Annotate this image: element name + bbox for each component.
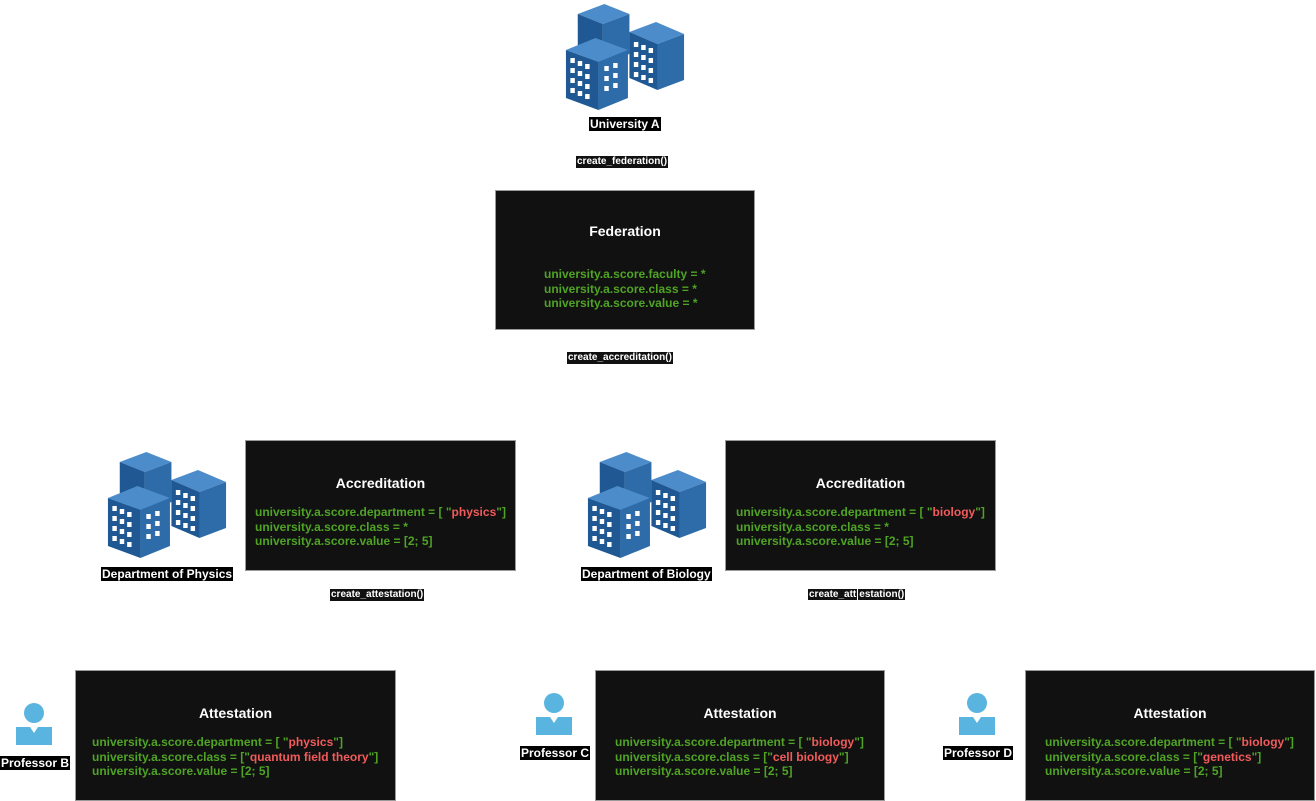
federation-title: Federation (589, 223, 661, 239)
attr-prefix: university.a.score.class = [" (615, 749, 773, 764)
department-biology-label: Department of Biology (581, 567, 712, 581)
attestation-d-box[interactable]: Attestation university.a.score.departmen… (1025, 670, 1315, 801)
attr-suffix: "] (854, 735, 864, 749)
attr-line: university.a.score.value = [2; 5] (1045, 764, 1223, 778)
university-label: University A (589, 117, 661, 131)
accreditation-attributes: university.a.score.department = [ "biolo… (736, 505, 985, 549)
professor-b-label: Professor B (0, 756, 71, 770)
attr-suffix: "] (368, 749, 379, 764)
create-attestation-physics-label: create_attestation() (330, 589, 425, 601)
attr-value: cell biology (772, 749, 839, 764)
federation-line: university.a.score.faculty = * (544, 267, 706, 281)
attr-suffix: "] (333, 735, 343, 749)
attestation-attributes: university.a.score.department = [ "physi… (92, 735, 378, 779)
professor-c-label: Professor C (520, 746, 591, 760)
attestation-title: Attestation (703, 705, 777, 721)
attr-suffix: "] (1251, 749, 1262, 764)
attr-line: university.a.score.class = * (736, 519, 889, 534)
federation-attributes: university.a.score.faculty = * universit… (544, 267, 706, 311)
accreditation-biology-box[interactable]: Accreditation university.a.score.departm… (725, 440, 996, 571)
attestation-title: Attestation (1133, 705, 1207, 721)
attr-value: physics (288, 735, 334, 749)
attr-prefix: university.a.score.class = [" (1045, 749, 1203, 764)
accreditation-title: Accreditation (335, 475, 426, 491)
attr-prefix: university.a.score.department = [ " (736, 505, 933, 519)
federation-box[interactable]: Federation university.a.score.faculty = … (495, 190, 755, 330)
attr-line: university.a.score.value = [2; 5] (736, 534, 914, 548)
create-federation-label: create_federation() (576, 156, 669, 168)
attr-value: genetics (1202, 749, 1252, 764)
accreditation-physics-box[interactable]: Accreditation university.a.score.departm… (245, 440, 516, 571)
professor-d-user-icon (959, 693, 995, 735)
department-biology-building-icon (587, 452, 707, 558)
federation-line: university.a.score.value = * (544, 296, 698, 310)
attr-value: physics (451, 505, 497, 519)
create-attestation-part-a: create_att (808, 589, 858, 600)
attestation-title: Attestation (198, 705, 273, 721)
professor-c-user-icon (536, 693, 572, 735)
accreditation-title: Accreditation (815, 475, 906, 491)
attr-prefix: university.a.score.department = [ " (615, 735, 812, 749)
attr-prefix: university.a.score.department = [ " (255, 505, 452, 519)
attr-suffix: "] (1284, 735, 1294, 749)
attestation-attributes: university.a.score.department = [ "biolo… (615, 735, 864, 779)
create-accreditation-label: create_accreditation() (567, 352, 673, 364)
attr-prefix: university.a.score.class = [" (92, 749, 250, 764)
attr-value: biology (932, 505, 976, 519)
attr-line: university.a.score.value = [2; 5] (92, 764, 270, 778)
create-attestation-part-b: estation() (857, 589, 906, 600)
attr-suffix: "] (496, 505, 506, 519)
attr-line: university.a.score.class = * (255, 519, 408, 534)
professor-b-user-icon (16, 703, 52, 745)
department-physics-building-icon (107, 452, 227, 558)
attr-value: quantum field theory (249, 749, 369, 764)
department-physics-label: Department of Physics (101, 567, 234, 581)
attestation-c-box[interactable]: Attestation university.a.score.departmen… (595, 670, 885, 801)
attestation-attributes: university.a.score.department = [ "biolo… (1045, 735, 1294, 779)
professor-d-label: Professor D (943, 746, 1014, 760)
attr-value: biology (811, 735, 855, 749)
attr-suffix: "] (838, 749, 849, 764)
attr-value: biology (1241, 735, 1285, 749)
attr-line: university.a.score.value = [2; 5] (615, 764, 793, 778)
accreditation-attributes: university.a.score.department = [ "physi… (255, 505, 506, 549)
university-building-icon (565, 4, 685, 110)
attr-prefix: university.a.score.department = [ " (1045, 735, 1242, 749)
attr-prefix: university.a.score.department = [ " (92, 735, 289, 749)
attestation-b-box[interactable]: Attestation university.a.score.departmen… (75, 670, 396, 801)
attr-line: university.a.score.value = [2; 5] (255, 534, 433, 548)
attr-suffix: "] (975, 505, 985, 519)
federation-line: university.a.score.class = * (544, 281, 697, 296)
